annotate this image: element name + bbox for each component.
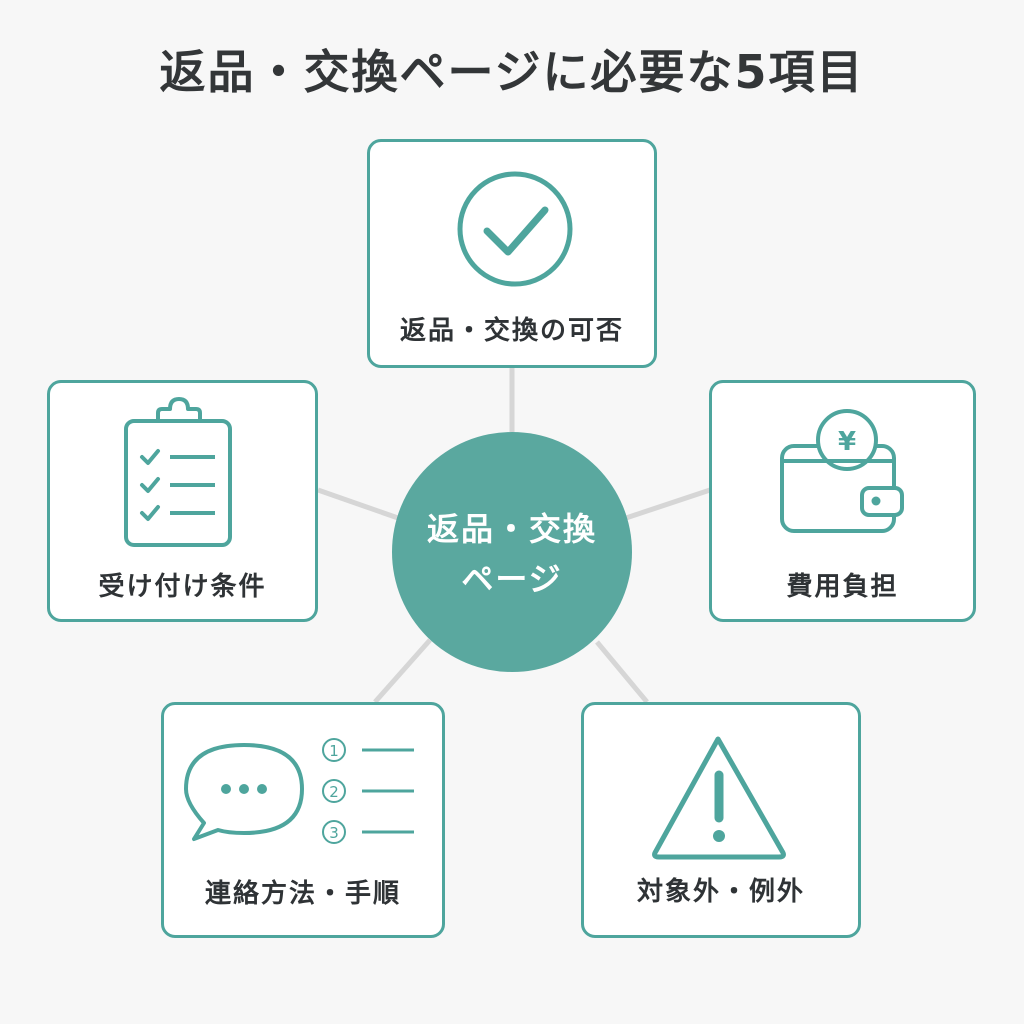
card-label: 返品・交換の可否 xyxy=(399,316,624,346)
connector-right xyxy=(625,487,711,521)
card-return-exchange-availability: 返品・交換の可否 xyxy=(367,139,657,368)
connector-bottom-left xyxy=(373,638,432,704)
card-label: 費用負担 xyxy=(786,572,899,602)
card-label: 対象外・例外 xyxy=(636,877,805,907)
check-circle-icon xyxy=(457,171,573,287)
card-cost-burden: ¥ 費用負担 xyxy=(709,380,976,622)
card-contact-procedure: 1 2 3 連絡方法・手順 xyxy=(161,702,445,938)
connector-left xyxy=(317,487,399,521)
step-number: 1 xyxy=(329,742,339,760)
card-label: 受け付け条件 xyxy=(98,572,267,602)
wallet-yen-icon: ¥ xyxy=(780,409,904,533)
card-exclusions-exceptions: 対象外・例外 xyxy=(581,702,861,938)
chat-steps-icon: 1 2 3 xyxy=(184,738,414,844)
steps-list: 1 2 3 xyxy=(322,738,414,844)
hub-label-line2: ページ xyxy=(461,560,563,598)
hub-label: 返品・交換 ページ xyxy=(392,504,632,604)
hub-label-line1: 返品・交換 xyxy=(426,510,597,548)
page-title: 返品・交換ページに必要な5項目 xyxy=(159,45,865,99)
connector-bottom-right xyxy=(595,640,649,704)
clipboard-checklist-icon xyxy=(124,397,232,547)
step-number: 2 xyxy=(329,783,339,801)
card-label: 連絡方法・手順 xyxy=(204,879,401,909)
svg-text:¥: ¥ xyxy=(838,427,856,457)
card-acceptance-conditions: 受け付け条件 xyxy=(47,380,318,622)
step-number: 3 xyxy=(329,824,339,842)
warning-triangle-icon xyxy=(652,736,786,860)
center-hub: 返品・交換 ページ xyxy=(392,432,632,672)
